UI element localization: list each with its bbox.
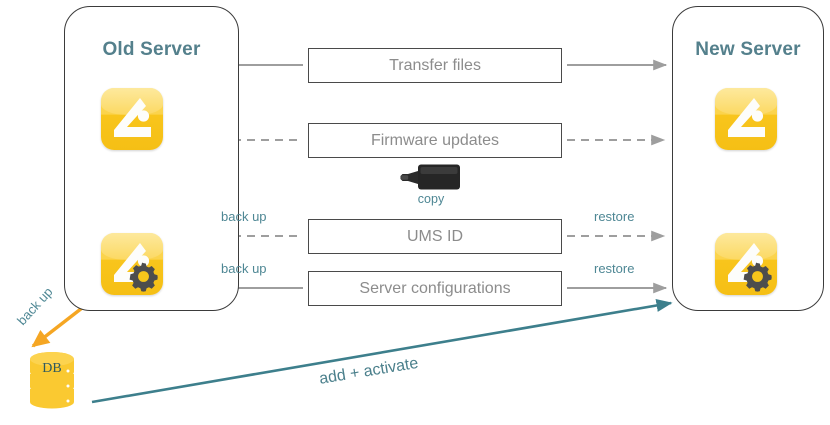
old-server-config-icon [101, 233, 163, 295]
new-server-config-icon [715, 233, 777, 295]
new-server-app-icon [715, 88, 777, 150]
old-server-app-icon [101, 88, 163, 150]
row-box-transfer-files[interactable]: Transfer files [308, 48, 562, 83]
new-server-title: New Server [695, 39, 801, 60]
row-box-server-configurations[interactable]: Server configurations [308, 271, 562, 306]
gear-icon [743, 262, 772, 292]
row-box-firmware-updates[interactable]: Firmware updates [308, 123, 562, 158]
ums-logo-mark [114, 98, 151, 137]
usb-copy-label: copy [417, 192, 445, 206]
caption-restore-ums-id: restore [594, 209, 635, 224]
usb-stick-icon [400, 164, 460, 190]
gear-icon [129, 262, 158, 292]
ums-logo-mark [728, 98, 765, 137]
row-box-ums-id[interactable]: UMS ID [308, 219, 562, 254]
database-cylinder-icon [30, 352, 74, 409]
caption-backup-ums-id: back up [221, 209, 267, 224]
old-server-title: Old Server [102, 39, 201, 60]
caption-backup-server-configurations: back up [221, 261, 267, 276]
caption-restore-server-configurations: restore [594, 261, 635, 276]
